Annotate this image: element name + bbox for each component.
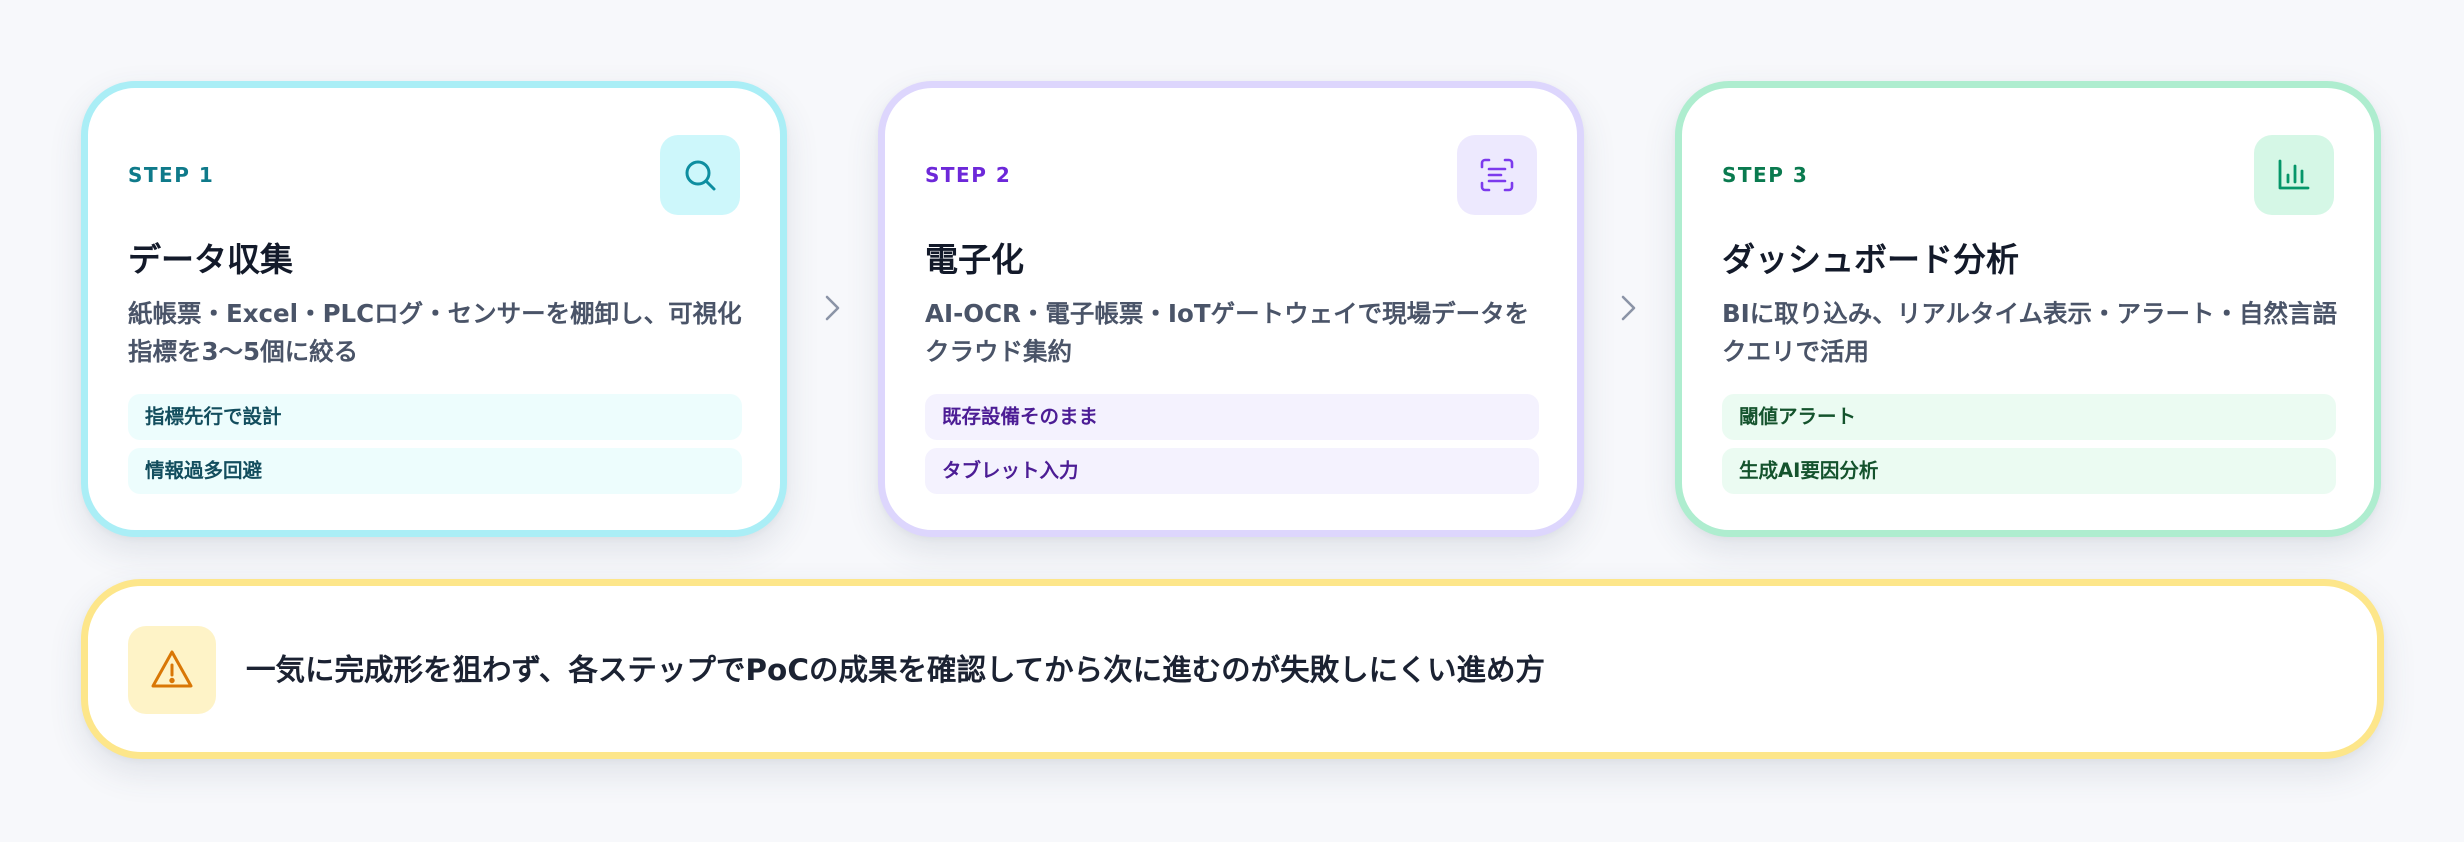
step-label: STEP 3: [1722, 163, 1809, 187]
bar-chart-icon: [2254, 135, 2334, 215]
step-title: 電子化: [925, 240, 1024, 279]
step-tag: 指標先行で設計: [128, 394, 742, 440]
step-tag: 既存設備そのまま: [925, 394, 1539, 440]
step-card-3: STEP 3 ダッシュボード分析 BIに取り込み、リアルタイム表示・アラート・自…: [1675, 81, 2381, 537]
chevron-right-icon: [1621, 295, 1636, 321]
step-title: ダッシュボード分析: [1722, 240, 2019, 279]
warning-icon: [128, 626, 216, 714]
step-label: STEP 2: [925, 163, 1012, 187]
step-tag: 情報過多回避: [128, 448, 742, 494]
step-description: BIに取り込み、リアルタイム表示・アラート・自然言語クエリで活用: [1722, 299, 2338, 366]
step-label: STEP 1: [128, 163, 215, 187]
step-title: データ収集: [128, 240, 293, 279]
banner-text: 一気に完成形を狙わず、各ステップでPoCの成果を確認してから次に進むのが失敗しに…: [246, 653, 1545, 687]
step-description: 紙帳票・Excel・PLCログ・センサーを棚卸し、可視化指標を3〜5個に絞る: [128, 299, 742, 366]
step-card-1: STEP 1 データ収集 紙帳票・Excel・PLCログ・センサーを棚卸し、可視…: [81, 81, 787, 537]
tip-banner: 一気に完成形を狙わず、各ステップでPoCの成果を確認してから次に進むのが失敗しに…: [81, 579, 2384, 759]
step-tag: 閾値アラート: [1722, 394, 2336, 440]
scan-text-icon: [1457, 135, 1537, 215]
step-tag: タブレット入力: [925, 448, 1539, 494]
search-icon: [660, 135, 740, 215]
step-tag: 生成AI要因分析: [1722, 448, 2336, 494]
step-card-2: STEP 2 電子化 AI-OCR・電子帳票・IoTゲートウェイで現場データをク…: [878, 81, 1584, 537]
step-description: AI-OCR・電子帳票・IoTゲートウェイで現場データをクラウド集約: [925, 299, 1530, 366]
chevron-right-icon: [825, 295, 840, 321]
